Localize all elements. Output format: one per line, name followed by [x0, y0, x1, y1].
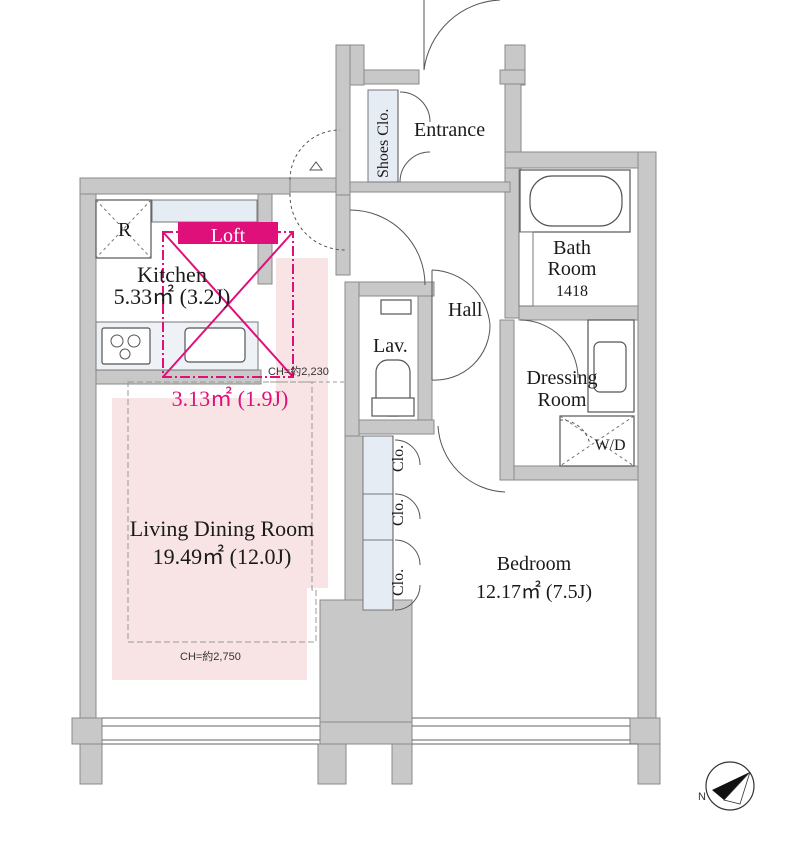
kitchen-name: Kitchen [137, 262, 207, 287]
dressing-name-line2: Room [538, 389, 587, 411]
dressing-name-line1: Dressing [526, 367, 597, 389]
kitchen-area: 5.33㎡ (3.2J) [114, 284, 231, 309]
bedroom-closets [362, 435, 394, 611]
closet-label-2: Clo. [390, 499, 407, 526]
lavatory-name: Lav. [373, 335, 408, 357]
bedroom-name: Bedroom [497, 553, 572, 575]
bath-name-line1: Bath [553, 237, 591, 259]
shoes-closet-label: Shoes Clo. [375, 109, 392, 178]
shoes-closet [367, 89, 399, 183]
washer-label: W/D [594, 437, 625, 454]
closet-label-1: Clo. [390, 445, 407, 472]
living-area: 19.49㎡ (12.0J) [153, 544, 292, 569]
living-room-tint [112, 398, 307, 680]
lav-fixtures [371, 299, 415, 417]
hall-name: Hall [448, 299, 483, 321]
bath-size: 1418 [556, 283, 588, 300]
loft-area [162, 222, 294, 378]
doors [289, 0, 591, 611]
closet-label-3: Clo. [390, 569, 407, 596]
compass: N [698, 761, 755, 811]
living-ceiling-height: CH=約2,750 [180, 649, 241, 663]
kitchen-ceiling-height: CH=約2,230 [268, 364, 329, 378]
living-name: Living Dining Room [130, 516, 315, 541]
fridge-label: R [118, 219, 132, 241]
walls [71, 44, 661, 785]
living-room-tint-upper [276, 258, 328, 588]
balcony-lines [102, 717, 638, 745]
bath-name-line2: Room [548, 258, 597, 280]
loft-area-label: 3.13㎡ (1.9J) [172, 386, 289, 411]
entrance-name: Entrance [414, 119, 485, 141]
compass-north-label: N [698, 791, 706, 803]
bedroom-area: 12.17㎡ (7.5J) [476, 579, 592, 603]
bath-fixtures [518, 169, 631, 307]
compass-arrow-icon [712, 772, 750, 800]
dressing-fixtures [559, 319, 635, 467]
loft-label: Loft [211, 225, 246, 247]
